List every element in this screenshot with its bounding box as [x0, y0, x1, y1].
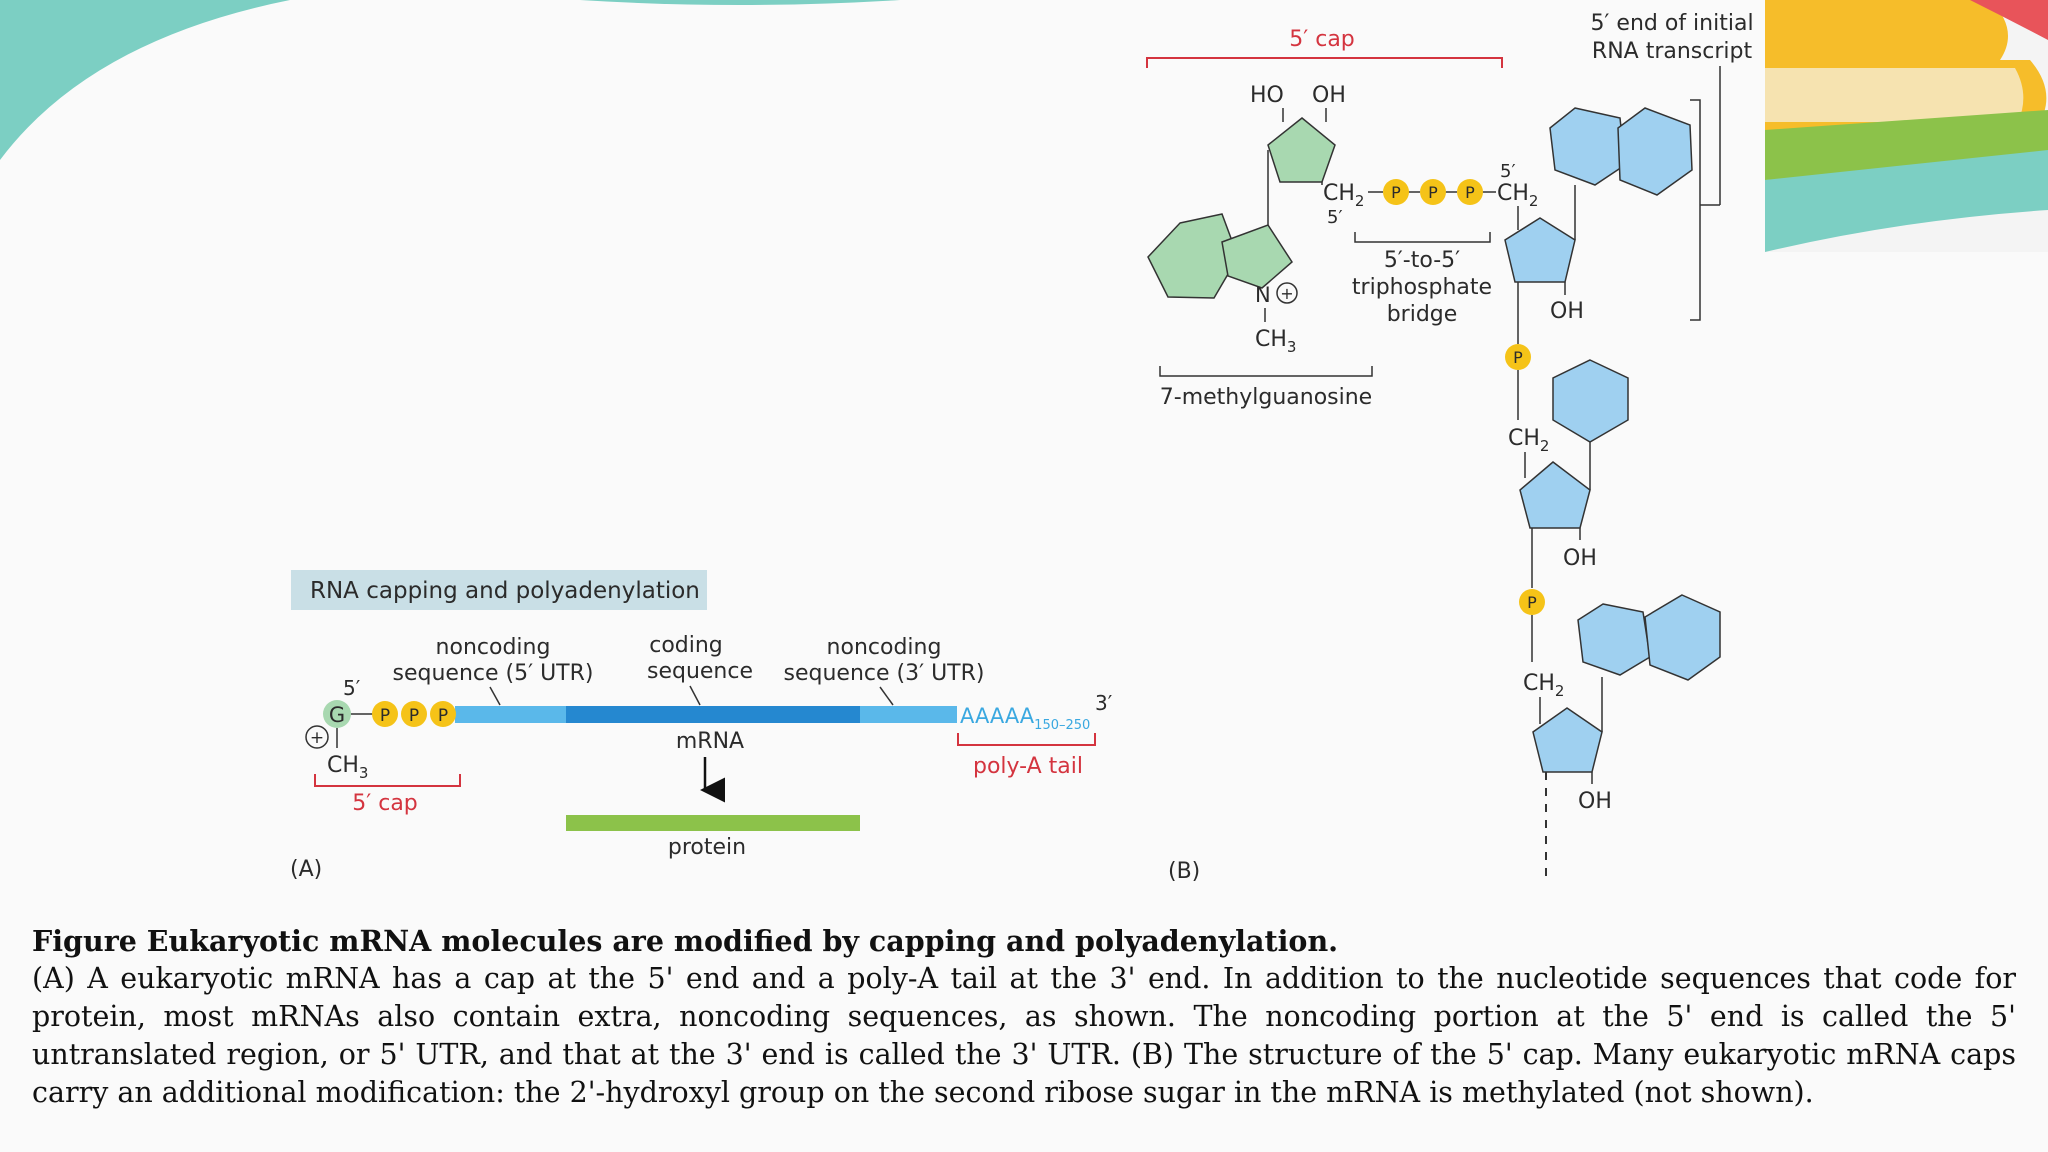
bridge-line3: bridge: [1387, 302, 1458, 327]
phosphate-label: P: [1391, 183, 1401, 202]
three-prime-label: 3′: [1095, 691, 1113, 715]
purine-hexagon-3a: [1577, 603, 1651, 676]
coding-segment: [566, 706, 860, 723]
oh-label-cap: OH: [1312, 83, 1346, 108]
phosphate-circle: [1420, 179, 1446, 205]
phosphate-label: P: [409, 706, 419, 726]
oh-label-1: OH: [1550, 299, 1584, 324]
cap-ribose-pentagon: [1267, 117, 1336, 183]
books-illustration: [1765, 0, 2048, 252]
phosphate-label: P: [1428, 183, 1438, 202]
ribose-pentagon-3: [1532, 707, 1603, 773]
utr5-segment: [455, 706, 566, 723]
purine-hexagon-3b: [1644, 594, 1721, 681]
protein-bar: [566, 815, 860, 831]
cap-label-b: 5′ cap: [1289, 27, 1355, 52]
panel-a-banner: RNA capping and polyadenylation: [310, 578, 700, 604]
panel-a-banner-box: [291, 570, 707, 610]
poly-a-sequence: AAAAA150–250: [960, 704, 1090, 733]
teal-swoosh-top: [580, 0, 900, 5]
positive-charge-icon: [305, 725, 329, 749]
teal-swoosh-left: [0, 0, 290, 160]
phosphate-label: P: [1465, 183, 1475, 202]
phosphate-circle: [1383, 179, 1409, 205]
methylguanosine-label: 7-methylguanosine: [1160, 385, 1372, 410]
ch3-label-b: CH3: [1255, 327, 1296, 356]
initial-transcript-line1: 5′ end of initial: [1590, 11, 1753, 36]
utr3-segment: [860, 706, 957, 723]
utr3-label-line1: noncoding: [827, 635, 942, 660]
ribose-pentagon-1: [1504, 217, 1576, 283]
coding-label-line1: coding: [649, 633, 723, 658]
phosphate-circle: [401, 701, 427, 727]
ch2-right: CH2: [1497, 181, 1538, 210]
phosphate-label: P: [1513, 348, 1523, 367]
oh-label-3: OH: [1578, 789, 1612, 814]
ch2-nucleotide-3: CH2: [1523, 671, 1564, 700]
initial-transcript-line2: RNA transcript: [1592, 39, 1753, 64]
oh-label-2: OH: [1563, 546, 1597, 571]
phosphate-circle: [372, 701, 398, 727]
guanine-hexagon: [1147, 213, 1239, 299]
panel-b-label: (B): [1168, 859, 1200, 884]
ch2-nucleotide-2: CH2: [1508, 426, 1549, 455]
protein-label: protein: [668, 835, 746, 860]
utr3-label-line2: sequence (3′ UTR): [784, 661, 985, 686]
phosphate-circle: [1505, 344, 1531, 370]
cap-label-a: 5′ cap: [352, 791, 418, 816]
panel-a: RNA capping and polyadenylation noncodin…: [290, 570, 1113, 882]
panel-a-label: (A): [290, 857, 322, 882]
phosphate-circle: [1457, 179, 1483, 205]
phosphate-label: P: [1527, 593, 1537, 612]
five-prime-label: 5′: [343, 676, 361, 700]
phosphate-label: P: [438, 706, 448, 726]
utr5-label-line2: sequence (5′ UTR): [393, 661, 594, 686]
mrna-label: mRNA: [676, 729, 744, 754]
caption-title: Figure Eukaryotic mRNA molecules are mod…: [32, 924, 1339, 958]
coding-label-line2: sequence: [647, 659, 753, 684]
positive-charge-icon: [1276, 282, 1298, 304]
purine-hexagon-1b: [1617, 107, 1693, 196]
purine-hexagon-1a: [1549, 107, 1626, 186]
ch3-label: CH3: [327, 753, 368, 782]
ho-label: HO: [1250, 83, 1284, 108]
n-label: N: [1255, 283, 1271, 307]
utr5-label-line1: noncoding: [436, 635, 551, 660]
bridge-line1: 5′-to-5′: [1384, 248, 1460, 273]
figure-diagram: RNA capping and polyadenylation noncodin…: [290, 11, 1754, 884]
guanine-label: G: [329, 703, 345, 727]
phosphate-circle: [1519, 589, 1545, 615]
ribose-pentagon-2: [1519, 461, 1591, 529]
plus-sign: +: [310, 728, 324, 748]
figure-caption: Figure Eukaryotic mRNA molecules are mod…: [32, 922, 2016, 1112]
plus-sign: +: [1280, 284, 1293, 303]
phosphate-label: P: [380, 706, 390, 726]
poly-a-tail-label: poly-A tail: [973, 754, 1083, 779]
bridge-line2: triphosphate: [1352, 275, 1492, 300]
panel-b: 5′ cap 5′ end of initial RNA transcript …: [1146, 11, 1754, 884]
pyrimidine-hexagon-2: [1552, 359, 1629, 443]
guanine-circle: [323, 700, 351, 728]
guanine-pentagon: [1221, 224, 1293, 289]
five-label-right: 5′: [1500, 161, 1516, 182]
caption-body: (A) A eukaryotic mRNA has a cap at the 5…: [32, 962, 2016, 1109]
ch2-left: CH2: [1323, 181, 1364, 210]
five-label-left: 5′: [1327, 207, 1343, 228]
phosphate-circle: [430, 701, 456, 727]
